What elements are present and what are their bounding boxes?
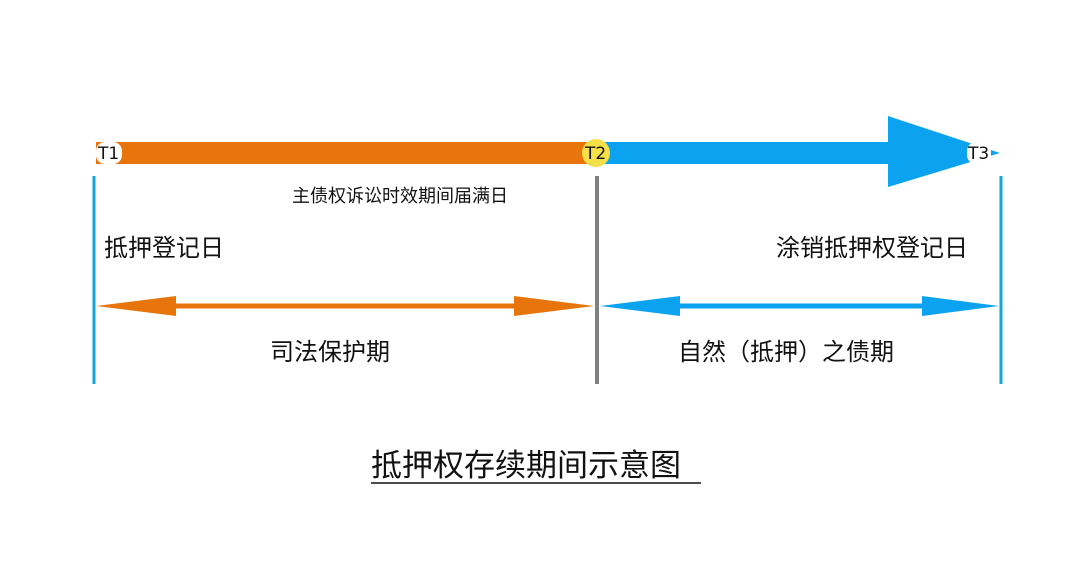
judicial-period-label: 司法保护期 xyxy=(270,338,390,366)
t1-marker-bg xyxy=(96,142,122,164)
natural-period-label: 自然（抵押）之债期 xyxy=(678,338,894,366)
blue-timeline-arrow xyxy=(596,116,1000,187)
t3-marker-bg xyxy=(967,142,991,164)
period-arrows xyxy=(96,296,999,316)
top-timeline: T1 T2 T3 xyxy=(96,116,1000,187)
expiry-note-label: 主债权诉讼时效期间届满日 xyxy=(292,186,508,207)
natural-period-arrow-left-head xyxy=(600,296,680,316)
judicial-period-arrow xyxy=(96,296,594,316)
t3-marker-label: T3 xyxy=(967,144,989,164)
t1-marker-label: T1 xyxy=(97,144,119,164)
vertical-guides xyxy=(92,176,1003,384)
t2-marker-circle xyxy=(582,139,610,167)
natural-period-arrow xyxy=(600,296,999,316)
judicial-period-arrow-right-head xyxy=(514,296,594,316)
diagram-caption: 抵押权存续期间示意图 xyxy=(371,448,681,484)
natural-period-arrow-right-head xyxy=(922,296,999,316)
cancellation-date-label: 涂销抵押权登记日 xyxy=(776,234,968,262)
orange-timeline-bar xyxy=(96,142,595,164)
judicial-period-arrow-left-head xyxy=(96,296,176,316)
t2-marker-label: T2 xyxy=(584,144,606,164)
registration-date-label: 抵押登记日 xyxy=(104,234,224,262)
diagram-caption-group: 抵押权存续期间示意图 xyxy=(371,448,701,484)
